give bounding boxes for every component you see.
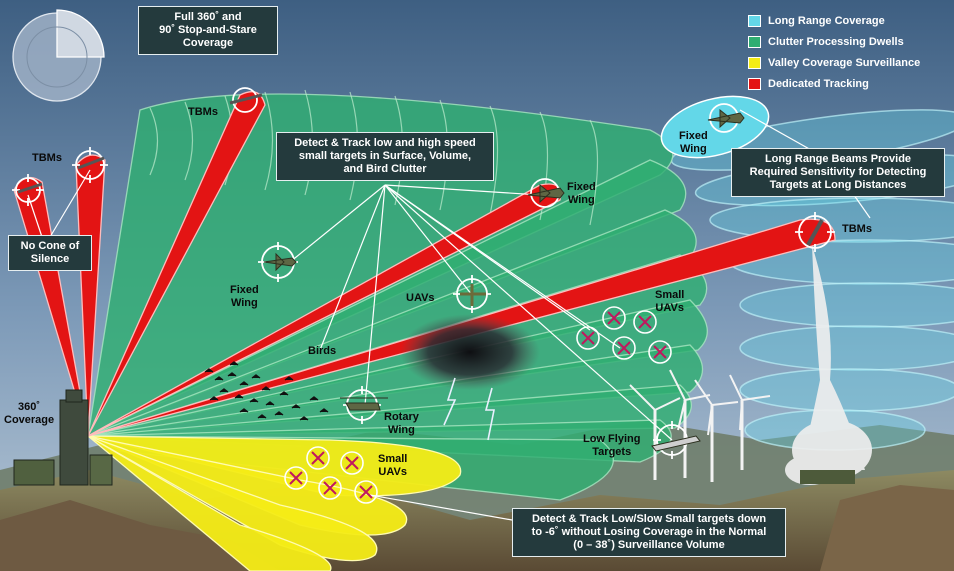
box-line: and Bird Clutter — [343, 163, 427, 175]
fixed-wing-jet-icon — [527, 183, 565, 204]
legend: Long Range Coverage Clutter Processing D… — [748, 10, 920, 94]
radar-tower — [13, 389, 113, 486]
stare-coverage-box: Full 360˚ and 90˚ Stop-and-Stare Coverag… — [138, 6, 278, 55]
foreground-rocks — [0, 500, 280, 571]
legend-item-tracking: Dedicated Tracking — [748, 73, 920, 94]
tbm-missile-icon — [806, 219, 824, 246]
box-line: small targets in Surface, Volume, — [298, 150, 472, 162]
label-tbms-top: TBMs — [188, 106, 218, 118]
helicopter-icon — [340, 397, 388, 411]
label-line: Wing — [679, 143, 707, 155]
detect-low-high-box: Detect & Track low and high speed small … — [276, 132, 494, 181]
label-line: Wing — [567, 194, 595, 206]
legend-item-clutter: Clutter Processing Dwells — [748, 31, 920, 52]
box-line: Detect & Track low and high speed — [294, 137, 476, 149]
bird-flock — [204, 361, 329, 421]
label-line: Wing — [388, 424, 415, 436]
label-line: Small — [655, 289, 685, 301]
storm-cloud — [400, 314, 540, 390]
label-line: Low Flying — [583, 433, 641, 445]
legend-label: Dedicated Tracking — [768, 77, 869, 90]
small-uav-reticles-right — [576, 306, 672, 364]
lightning — [443, 377, 495, 441]
box-line: to -6˚ without Losing Coverage in the No… — [531, 526, 767, 538]
label-line: 360˚ — [18, 401, 41, 413]
label-tbms-left: TBMs — [32, 152, 62, 164]
box-line: Required Sensitivity for Detecting — [749, 166, 927, 178]
tbm-missile-icon — [17, 182, 43, 194]
label-small-uavs-right: Small UAVs — [655, 289, 684, 315]
long-range-beams-box: Long Range Beams Provide Required Sensit… — [731, 148, 945, 197]
label-rotary-wing: Rotary Wing — [384, 411, 419, 437]
box-line: Coverage — [182, 37, 234, 49]
legend-swatch — [748, 35, 761, 48]
label-small-uavs-valley: Small UAVs — [378, 453, 407, 479]
long-range-fixed-wing-oval — [660, 95, 770, 159]
no-cone-of-silence-box: No Cone of Silence — [8, 235, 92, 271]
small-uav-icons-right — [581, 311, 667, 359]
fixed-wing-jet-icon — [707, 108, 745, 129]
label-fixed-wing-mid: Fixed Wing — [567, 181, 596, 207]
label-line: Fixed — [230, 284, 259, 296]
legend-item-valley: Valley Coverage Surveillance — [748, 52, 920, 73]
low-flying-aircraft-icon — [651, 435, 701, 452]
label-360-coverage: 360˚ Coverage — [4, 401, 54, 427]
label-line: UAVs — [655, 302, 684, 314]
label-fixed-wing-left: Fixed Wing — [230, 284, 259, 310]
legend-swatch — [748, 77, 761, 90]
legend-swatch — [748, 14, 761, 27]
label-uavs: UAVs — [406, 292, 435, 304]
small-uav-reticles-valley — [284, 446, 378, 504]
legend-swatch — [748, 56, 761, 69]
label-low-flying-targets: Low Flying Targets — [583, 433, 640, 459]
box-line: No Cone of — [20, 240, 80, 252]
legend-item-long-range: Long Range Coverage — [748, 10, 920, 31]
launcher-truck — [800, 470, 855, 484]
foreground-rocks-right — [820, 485, 954, 571]
box-line: Full 360˚ and — [174, 11, 242, 23]
fixed-wing-jet-icon — [263, 252, 297, 272]
box-line: Long Range Beams Provide — [764, 153, 912, 165]
label-line: Small — [378, 453, 408, 465]
label-tbms-right: TBMs — [842, 223, 872, 235]
label-line: Rotary — [384, 411, 419, 423]
small-uav-icons-valley — [289, 451, 373, 499]
label-fixed-wing-cyan: Fixed Wing — [679, 130, 708, 156]
label-line: UAVs — [378, 466, 407, 478]
callout-lines — [27, 109, 871, 521]
aircraft-icons — [17, 93, 824, 452]
legend-label: Clutter Processing Dwells — [768, 35, 904, 48]
label-line: Coverage — [4, 414, 55, 426]
label-line: Fixed — [567, 181, 596, 193]
stare-coverage-inset — [12, 9, 105, 102]
box-line: Targets at Long Distances — [769, 179, 907, 191]
legend-label: Long Range Coverage — [768, 14, 885, 27]
box-line: Detect & Track Low/Slow Small targets do… — [531, 513, 767, 525]
box-line: 90˚ Stop-and-Stare — [159, 24, 257, 36]
detect-low-slow-box: Detect & Track Low/Slow Small targets do… — [512, 508, 786, 557]
uav-icon — [460, 284, 486, 306]
legend-label: Valley Coverage Surveillance — [768, 56, 921, 69]
tbm-missile-icon — [77, 156, 105, 170]
label-line: Fixed — [679, 130, 708, 142]
tbm-missile-icon — [229, 93, 263, 105]
box-line: Silence — [30, 253, 70, 265]
label-line: Wing — [230, 297, 258, 309]
beam-tbm-top — [87, 91, 266, 437]
label-birds: Birds — [308, 345, 337, 357]
label-line: Targets — [592, 446, 632, 458]
box-line: (0 – 38˚) Surveillance Volume — [573, 539, 725, 551]
